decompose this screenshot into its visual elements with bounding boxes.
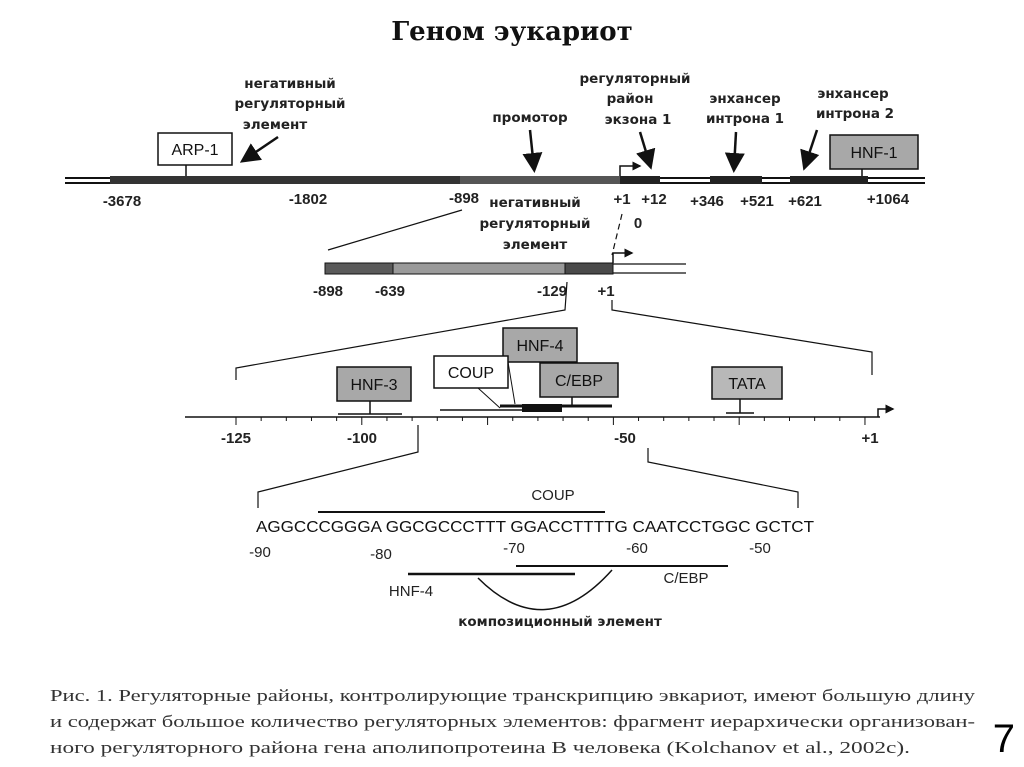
- seq-coord-60: -60: [626, 540, 648, 557]
- zoom-line-left-1: [327, 209, 463, 251]
- exon1-region: [620, 176, 660, 184]
- tss-arrow-top: [619, 161, 642, 176]
- coord2-129: -129: [537, 283, 567, 300]
- neg-element-label-3: элемент: [243, 117, 308, 133]
- zoom-line-right-1: [611, 213, 623, 256]
- seq-cebp-label: C/EBP: [663, 570, 708, 587]
- neg-element-label-1: негативный: [244, 76, 335, 92]
- tata-label: TATA: [728, 376, 766, 393]
- cebp-label: C/EBP: [555, 373, 603, 390]
- coup-stem: [477, 387, 501, 409]
- seq-hnf4-label: HNF-4: [389, 583, 433, 600]
- exon-region-label-1: регуляторный: [580, 71, 691, 87]
- enhancer-intron2-label-2: интрона 2: [816, 106, 894, 122]
- page-title: Геном эукариот: [391, 17, 633, 47]
- neg-element2-label-1: негативный: [489, 195, 580, 211]
- tss-arrow-second: [612, 248, 634, 263]
- page-number: 7: [993, 717, 1015, 761]
- exon-region-label-2: район: [607, 91, 654, 107]
- zoom-line-left-2: [235, 281, 568, 380]
- caption-line-2: и содержат большое количество регуляторн…: [50, 712, 975, 731]
- coup-label: COUP: [448, 365, 494, 382]
- figure-caption: Рис. 1. Регуляторные районы, контролирую…: [50, 686, 976, 757]
- hnf4-box: [502, 327, 578, 363]
- enhancer-intron2-label-1: энхансер: [817, 86, 889, 102]
- caption-line-1: Рис. 1. Регуляторные районы, контролирую…: [50, 686, 976, 705]
- composite-site: [522, 404, 562, 412]
- seq-coord-50: -50: [749, 540, 771, 557]
- dna-sequence: AGGCCCGGGA GGCGCCCTTT GGACCTTTTG CAATCCT…: [256, 519, 814, 536]
- enhancer-intron1-label-1: энхансер: [709, 91, 781, 107]
- upstream-region: [110, 176, 460, 184]
- second-row: негативный регуляторный элемент -898 -63…: [313, 195, 686, 300]
- exon-region-arrow: [636, 131, 656, 170]
- region-639-129: [392, 262, 566, 275]
- neg-element-label-2: регуляторный: [235, 96, 346, 112]
- third-row: HNF-3 HNF-4 COUP C/EBP TATA -125 -100 -5…: [185, 327, 895, 447]
- coord2-639: -639: [375, 283, 405, 300]
- region-898-639: [324, 262, 394, 275]
- seq-coord-80: -80: [370, 546, 392, 563]
- coord-898: -898: [449, 190, 479, 207]
- axis-ticks: [235, 417, 866, 425]
- arp1-label: ARP-1: [171, 142, 218, 159]
- seq-coord-90: -90: [249, 544, 271, 561]
- exon-region-label-3: экзона 1: [605, 112, 672, 128]
- promoter-arrow: [522, 129, 543, 173]
- enhancer-intron1-arrow: [724, 131, 745, 173]
- enhancer-intron2-arrow: [800, 129, 820, 171]
- coord-1802: -1802: [289, 191, 327, 208]
- coord2-898: -898: [313, 283, 343, 300]
- coord3-100: -100: [347, 430, 377, 447]
- region-129-plus1: [564, 262, 614, 275]
- hnf1-box: [829, 134, 919, 170]
- coord-plus346: +346: [690, 193, 724, 210]
- hnf4-label: HNF-4: [516, 338, 563, 355]
- coord-plus521: +521: [740, 193, 774, 210]
- neg-element-arrow: [239, 135, 279, 163]
- promoter-region: [460, 176, 620, 184]
- tata-box: [711, 366, 783, 400]
- seq-coup-label: COUP: [531, 487, 574, 504]
- hnf1-label: HNF-1: [850, 145, 897, 162]
- coord-plus1064: +1064: [867, 191, 910, 208]
- tss-arrow-third: [877, 404, 895, 417]
- coord-plus12: +12: [641, 191, 666, 208]
- enhancer-intron1-label-2: интрона 1: [706, 111, 784, 127]
- hnf3-box: [336, 366, 412, 402]
- top-row: негативный регуляторный элемент промотор…: [65, 71, 925, 232]
- coord-3678: -3678: [103, 193, 141, 210]
- zoom-line-right-3: [647, 448, 799, 508]
- arp1-box: [157, 132, 233, 166]
- neg-element2-label-3: элемент: [503, 237, 568, 253]
- coord-plus1: +1: [613, 191, 630, 208]
- coup-box: [433, 355, 509, 389]
- neg-element2-label-2: регуляторный: [480, 216, 591, 232]
- intron2-enhancer-region: [790, 176, 868, 184]
- coord3-125: -125: [221, 430, 251, 447]
- caption-line-3: ного регуляторного района гена аполипопр…: [50, 738, 910, 757]
- coord3-50: -50: [614, 430, 636, 447]
- intron1-enhancer-region: [710, 176, 762, 184]
- sequence-row: COUP AGGCCCGGGA GGCGCCCTTT GGACCTTTTG CA…: [249, 487, 814, 630]
- coord3-plus1: +1: [861, 430, 878, 447]
- coord-0: 0: [634, 215, 642, 232]
- hnf4-stem: [507, 361, 516, 405]
- promoter-label: промотор: [492, 110, 568, 126]
- seq-coord-70: -70: [503, 540, 525, 557]
- coord2-plus1: +1: [597, 283, 614, 300]
- composite-arc: [477, 569, 613, 611]
- zoom-line-right-2: [611, 300, 873, 375]
- zoom-line-left-3: [257, 425, 419, 508]
- composite-element-label: композиционный элемент: [458, 614, 662, 630]
- coord-plus621: +621: [788, 193, 822, 210]
- cebp-box: [539, 362, 619, 398]
- hnf3-label: HNF-3: [350, 377, 397, 394]
